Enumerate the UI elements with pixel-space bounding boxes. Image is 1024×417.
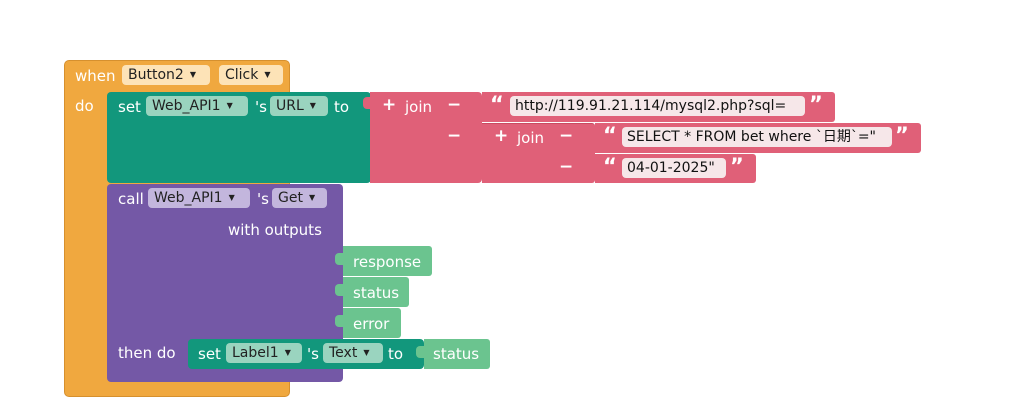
output-connector (335, 284, 343, 296)
string-connector (589, 159, 597, 171)
value-connector (416, 346, 424, 358)
component-name: Web_API1 (152, 98, 221, 114)
possessive-label: 's (255, 98, 267, 116)
close-quote-icon: ” (730, 154, 744, 178)
chevron-down-icon: ▼ (264, 70, 271, 79)
join-label: join (405, 98, 433, 116)
with-outputs-label: with outputs (228, 221, 322, 239)
join-connector (476, 128, 484, 140)
join-block-outer[interactable] (370, 92, 482, 183)
to-label: to (334, 98, 350, 116)
component-name: Web_API1 (154, 190, 223, 206)
close-quote-icon: ” (895, 123, 909, 147)
remove-input-minus-icon[interactable]: − (447, 126, 462, 146)
join-label: join (517, 129, 545, 147)
chevron-down-icon: ▼ (228, 193, 235, 202)
event-name: Click (225, 67, 259, 83)
mutator-plus-icon[interactable]: + (382, 95, 397, 115)
chevron-down-icon: ▼ (226, 101, 233, 110)
output-connector (335, 315, 343, 327)
remove-input-minus-icon[interactable]: − (559, 126, 574, 146)
remove-input-minus-icon[interactable]: − (447, 95, 462, 115)
to-label: to (388, 345, 404, 363)
join-block-inner[interactable] (482, 123, 595, 183)
component-dropdown-web-api1[interactable]: Web_API1 ▼ (146, 96, 248, 116)
component-name: Button2 (128, 67, 184, 83)
chevron-down-icon: ▼ (308, 193, 316, 202)
mutator-plus-icon[interactable]: + (494, 126, 509, 146)
open-quote-icon: “ (603, 154, 617, 178)
output-response-block[interactable] (343, 246, 432, 276)
method-dropdown-get[interactable]: Get ▼ (272, 188, 327, 208)
property-name: URL (276, 98, 304, 114)
component-dropdown-button2[interactable]: Button2 ▼ (122, 65, 210, 85)
property-dropdown-url[interactable]: URL ▼ (270, 96, 328, 116)
call-label: call (118, 190, 144, 208)
open-quote-icon: “ (490, 92, 504, 116)
component-dropdown-web-api1[interactable]: Web_API1 ▼ (148, 188, 250, 208)
chevron-down-icon: ▼ (284, 348, 291, 357)
possessive-label: 's (307, 345, 319, 363)
get-status-label: status (433, 345, 480, 363)
then-do-label: then do (118, 344, 176, 362)
set-label: set (198, 345, 221, 363)
component-name: Label1 (232, 345, 279, 361)
output-error-block[interactable] (343, 308, 401, 338)
chevron-down-icon: ▼ (309, 101, 316, 110)
when-label: when (75, 67, 116, 85)
chevron-down-icon: ▼ (189, 70, 196, 79)
get-status-block[interactable] (424, 339, 490, 369)
property-dropdown-text[interactable]: Text ▼ (323, 343, 383, 363)
output-response-label: response (353, 253, 422, 271)
string-value-sql[interactable]: SELECT * FROM bet where `日期`=" (622, 127, 892, 147)
string-connector (476, 97, 484, 109)
string-connector (589, 128, 597, 140)
method-name: Get (278, 190, 303, 206)
event-dropdown-click[interactable]: Click ▼ (219, 65, 283, 85)
output-error-label: error (353, 315, 390, 333)
remove-input-minus-icon[interactable]: − (559, 157, 574, 177)
property-name: Text (329, 345, 358, 361)
chevron-down-icon: ▼ (363, 348, 370, 357)
output-connector (335, 253, 343, 265)
component-dropdown-label1[interactable]: Label1 ▼ (226, 343, 302, 363)
string-value-url[interactable]: http://119.91.21.114/mysql2.php?sql= (510, 96, 805, 116)
close-quote-icon: ” (809, 92, 823, 116)
join-connector (363, 97, 371, 109)
possessive-label: 's (257, 190, 269, 208)
open-quote-icon: “ (603, 123, 617, 147)
output-status-label: status (353, 284, 400, 302)
do-label: do (75, 97, 94, 115)
string-value-date[interactable]: 04-01-2025" (622, 158, 726, 178)
output-status-block[interactable] (343, 277, 409, 307)
set-label: set (118, 98, 141, 116)
